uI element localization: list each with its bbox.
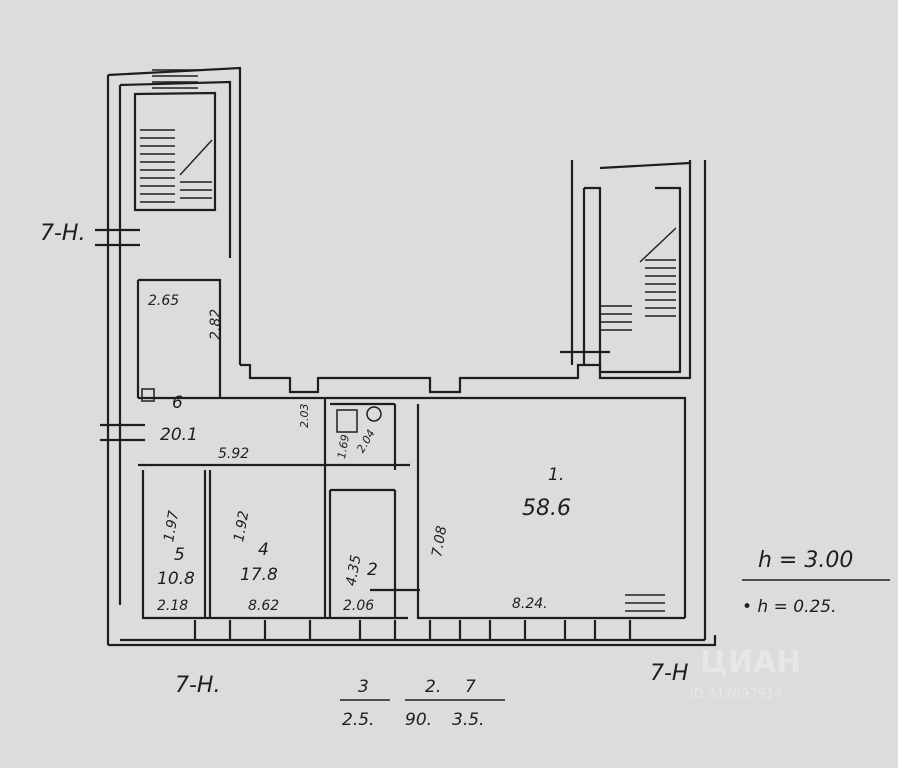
room3-dim-a: 2.03 [298,404,311,429]
fraction-den-2: 90. [405,710,432,730]
height-label: h = 3.00 [758,548,853,573]
fraction-den-3: 3.5. [452,710,484,730]
room4-area: 17.8 [240,565,278,585]
room1-width: 7.08 [429,525,450,559]
fraction-num-1: 3 [358,677,369,697]
marker-bottom-left: 7-H. [175,673,220,698]
room4-width: 1.92 [231,510,252,544]
walls [95,66,717,647]
room3-dim-c: 1.69 [335,433,352,459]
bathroom-fixtures [141,388,382,433]
room1-length: 8.24. [512,596,548,612]
room1-area: 58.6 [522,496,571,521]
upper-dim-a: 2.65 [148,293,179,309]
room2-length: 2.06 [343,598,374,614]
room5-length: 2.18 [157,598,188,614]
room5-number: 5 [174,545,185,565]
marker-bottom-right: 7-H [650,661,688,686]
room5-width: 1.97 [161,510,182,544]
room5-area: 10.8 [157,569,195,589]
watermark-id: ID 317897914 [690,687,782,702]
stair-left [140,69,213,203]
upper-dim-b: 2.82 [208,309,224,340]
fraction-num-3: 7 [465,677,476,697]
fraction-num-2: 2. [425,677,441,697]
room2-number: 2 [367,560,378,580]
room2-area: 4.35 [343,554,364,588]
room6-number: 6 [172,393,183,413]
stair-right [600,227,677,612]
watermark-brand: ЦИАН [700,645,801,680]
bottom-fraction: 3 2.5. 2. 90. 7 3.5. [340,677,505,730]
room6-area: 20.1 [160,425,198,445]
room6-length: 5.92 [218,446,249,462]
room4-length: 8.62 [248,598,279,614]
height-sub-label: • h = 0.25. [742,597,837,617]
room1-number: 1. [548,465,564,485]
room4-number: 4 [258,540,269,560]
marker-left-top: 7-H. [40,221,85,246]
fraction-den-1: 2.5. [342,710,374,730]
